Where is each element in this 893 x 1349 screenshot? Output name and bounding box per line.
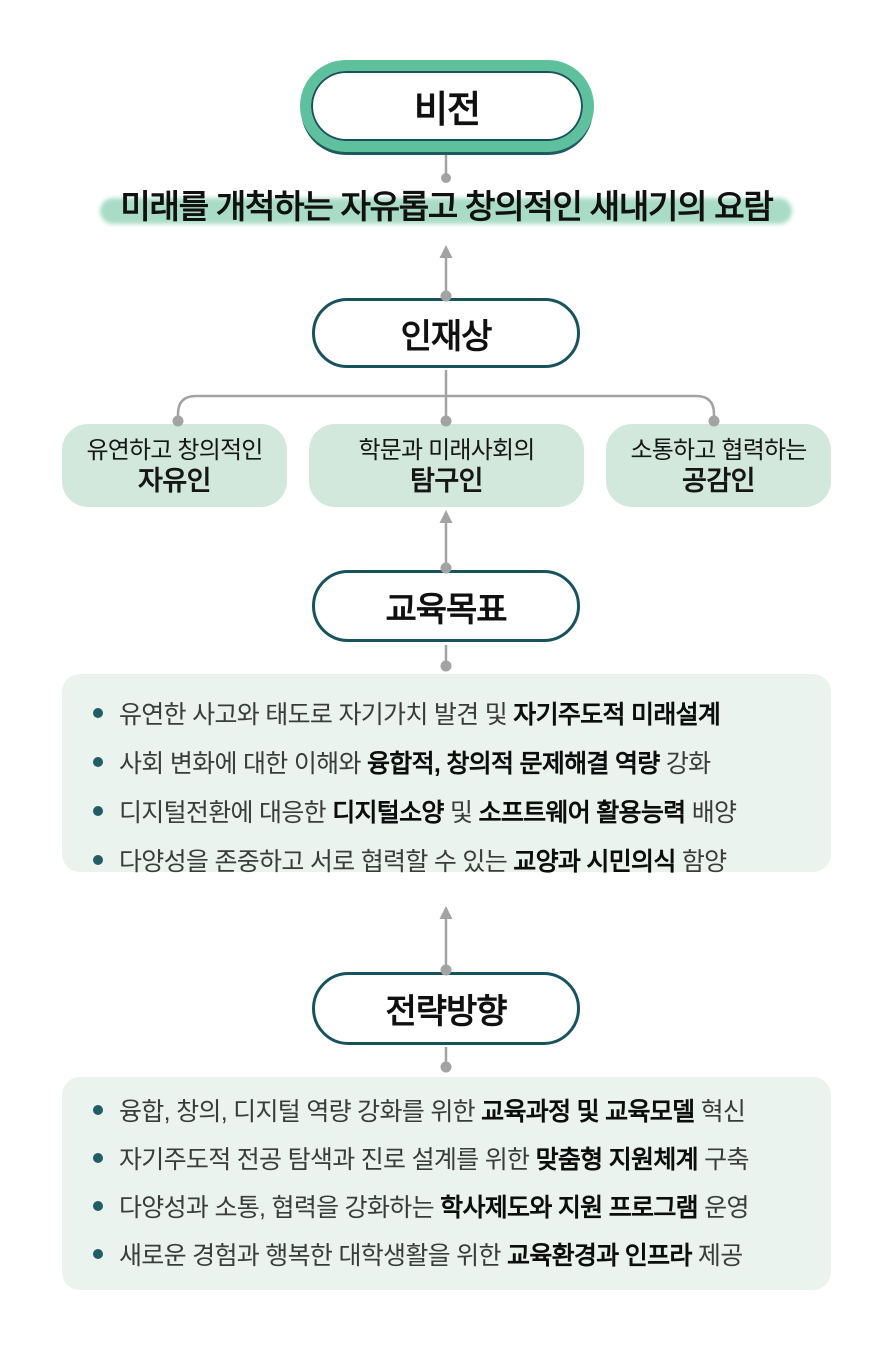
talent-card-line2: 공감인 — [681, 465, 756, 496]
education-goals-pill: 교육목표 — [312, 570, 580, 642]
talent-card-free-person: 유연하고 창의적인 자유인 — [62, 424, 287, 507]
vision-pill: 비전 — [300, 60, 594, 152]
talent-card-empathizer: 소통하고 협력하는 공감인 — [606, 424, 831, 507]
strategy-pill: 전략방향 — [312, 972, 580, 1045]
bullet-text: 융합, 창의, 디지털 역량 강화를 위한 교육과정 및 교육모델 혁신 — [119, 1098, 746, 1126]
strategy-pill-label: 전략방향 — [385, 993, 507, 1031]
bullet-item: 새로운 경험과 행복한 대학생활을 위한 교육환경과 인프라 제공 — [62, 1230, 831, 1278]
arrowhead-up-icon — [439, 245, 453, 258]
bullet-dot-icon — [93, 1105, 103, 1115]
bullet-item: 융합, 창의, 디지털 역량 강화를 위한 교육과정 및 교육모델 혁신 — [62, 1086, 831, 1134]
bullet-text: 다양성을 존중하고 서로 협력할 수 있는 교양과 시민의식 함양 — [119, 847, 727, 876]
connector-dot — [440, 1061, 452, 1073]
branch-path — [176, 394, 716, 417]
bullet-item: 유연한 사고와 태도로 자기가치 발견 및 자기주도적 미래설계 — [62, 688, 831, 737]
bullet-item: 디지털전환에 대응한 디지털소양 및 소프트웨어 활용능력 배양 — [62, 786, 831, 835]
talent-card-line1: 소통하고 협력하는 — [630, 436, 807, 464]
arrowhead-up-icon — [439, 510, 453, 523]
bullet-item: 다양성을 존중하고 서로 협력할 수 있는 교양과 시민의식 함양 — [62, 835, 831, 884]
bullet-dot-icon — [93, 854, 103, 865]
talent-pill-label: 인재상 — [400, 317, 493, 356]
talent-pill: 인재상 — [312, 298, 580, 368]
bullet-text: 유연한 사고와 태도로 자기가치 발견 및 자기주도적 미래설계 — [119, 700, 721, 729]
bullet-text: 사회 변화에 대한 이해와 융합적, 창의적 문제해결 역량 강화 — [119, 749, 711, 778]
talent-card-line1: 유연하고 창의적인 — [86, 436, 263, 464]
bullet-dot-icon — [93, 707, 103, 718]
bullet-text: 자기주도적 전공 탐색과 진로 설계를 위한 맞춤형 지원체계 구축 — [119, 1146, 749, 1174]
vision-statement: 미래를 개척하는 자유롭고 창의적인 새내기의 요람 — [120, 188, 773, 225]
education-goals-pill-label: 교육목표 — [385, 590, 507, 629]
bullet-item: 사회 변화에 대한 이해와 융합적, 창의적 문제해결 역량 강화 — [62, 737, 831, 786]
bullet-dot-icon — [93, 805, 103, 816]
bullet-text: 다양성과 소통, 협력을 강화하는 학사제도와 지원 프로그램 운영 — [119, 1194, 749, 1222]
vision-pill-label: 비전 — [413, 89, 481, 130]
bullet-dot-icon — [93, 756, 103, 767]
bullet-text: 디지털전환에 대응한 디지털소양 및 소프트웨어 활용능력 배양 — [119, 798, 737, 827]
bullet-item: 다양성과 소통, 협력을 강화하는 학사제도와 지원 프로그램 운영 — [62, 1182, 831, 1230]
talent-card-line1: 학문과 미래사회의 — [358, 436, 535, 464]
talent-card-line2: 자유인 — [137, 465, 212, 496]
talent-card-line2: 탐구인 — [409, 465, 484, 496]
arrowhead-up-icon — [439, 906, 453, 919]
bullet-item: 자기주도적 전공 탐색과 진로 설계를 위한 맞춤형 지원체계 구축 — [62, 1134, 831, 1182]
bullet-dot-icon — [93, 1249, 103, 1259]
bullet-dot-icon — [93, 1153, 103, 1163]
bullet-dot-icon — [93, 1201, 103, 1211]
statement-highlight — [100, 198, 792, 224]
talent-card-explorer: 학문과 미래사회의 탐구인 — [309, 424, 584, 507]
bullet-text: 새로운 경험과 행복한 대학생활을 위한 교육환경과 인프라 제공 — [119, 1242, 743, 1270]
connector-dot — [440, 660, 452, 672]
